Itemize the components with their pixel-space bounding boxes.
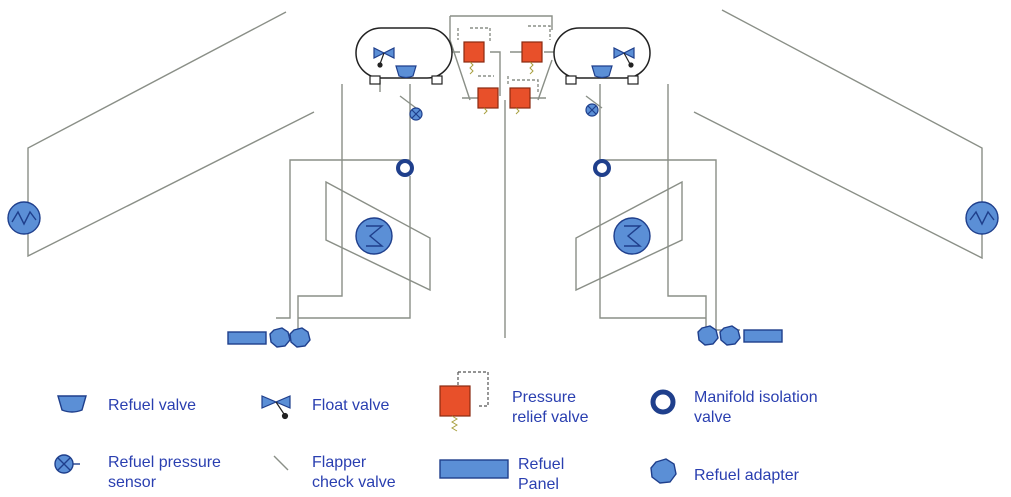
legend-label-refuel-panel: Refuel Panel: [518, 456, 565, 493]
legend-label-float-valve: Float valve: [312, 397, 390, 414]
left-collector-outline: [325, 180, 431, 292]
manifold-isolation-valve-icon-left: [396, 159, 414, 177]
refuel-panel-icon-left: [227, 331, 267, 345]
legend-refuel-pressure-sensor-icon: [54, 454, 80, 474]
legend-manifold-isolation-valve-icon: [650, 389, 676, 415]
left-wing-outline: [27, 11, 315, 258]
manifold-isolation-valve-icon-right: [593, 159, 611, 177]
legend-label-pressure-relief-valve: Pressure relief valve: [512, 389, 589, 426]
legend-label-refuel-pressure-sensor: Refuel pressure sensor: [108, 454, 221, 491]
refuel-adapter-icon-right-1: [697, 325, 719, 346]
heat-exchanger-icon-right-collector: [613, 217, 651, 255]
right-collector-outline: [575, 180, 683, 292]
flapper-check-valve-right: [585, 95, 603, 109]
center-tank-outline: [449, 15, 553, 101]
refuel-panel-icon-right: [743, 329, 783, 343]
float-valve-icon-left-tank: [373, 47, 395, 68]
flapper-check-valve-left: [399, 95, 417, 109]
legend-pressure-relief-valve-icon: [439, 371, 489, 432]
pressure-relief-valve-3: [477, 87, 499, 109]
pressure-relief-valve-4: [509, 87, 531, 109]
refuel-valve-icon-left: [395, 65, 417, 79]
refuel-adapter-icon-left-2: [289, 327, 311, 348]
legend-refuel-adapter-icon: [650, 458, 677, 484]
legend-label-refuel-adapter: Refuel adapter: [694, 467, 799, 484]
pressure-relief-valve-1: [463, 41, 485, 63]
legend-label-manifold-isolation-valve: Manifold isolation valve: [694, 389, 818, 426]
refuel-pressure-sensor-icon-left: [409, 107, 423, 121]
pressure-relief-valve-2: [521, 41, 543, 63]
legend-float-valve-icon: [261, 395, 291, 420]
legend-flapper-check-valve-icon: [273, 455, 289, 471]
float-valve-icon-right-tank: [613, 47, 635, 68]
legend-label-refuel-valve: Refuel valve: [108, 397, 197, 414]
right-wing-outline: [693, 9, 983, 260]
legend-refuel-valve-icon: [57, 395, 87, 413]
heat-exchanger-icon-left-collector: [355, 217, 393, 255]
right-manifold-lines: [599, 84, 740, 331]
refuel-valve-icon-right: [591, 65, 613, 79]
heat-exchanger-icon-left-wing: [7, 201, 41, 235]
legend-label-flapper-check-valve: Flapper check valve: [312, 454, 396, 491]
refuel-adapter-icon-left-1: [269, 327, 291, 348]
left-manifold-lines: [276, 80, 411, 330]
legend-refuel-panel-icon: [439, 459, 509, 479]
refuel-pressure-sensor-icon-right: [585, 103, 599, 117]
refuel-adapter-icon-right-2: [719, 325, 741, 346]
heat-exchanger-icon-right-wing: [965, 201, 999, 235]
